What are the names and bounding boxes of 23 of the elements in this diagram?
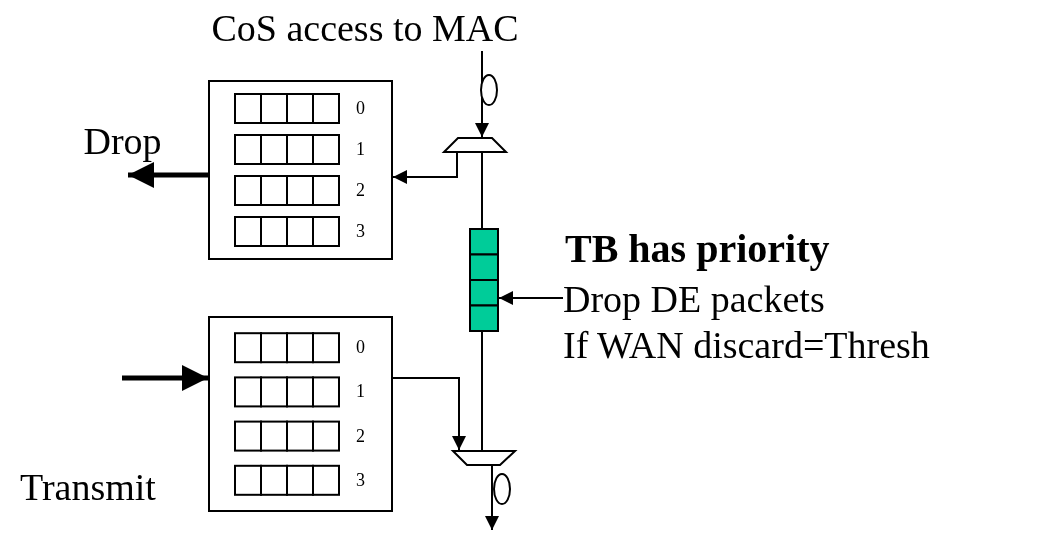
transmit-label: Transmit — [20, 465, 156, 509]
arrow — [498, 291, 564, 305]
queue-number: 1 — [356, 139, 365, 159]
arrow — [475, 50, 489, 138]
heading-text: TB has priority — [565, 225, 830, 272]
arrow — [122, 365, 208, 391]
queue-number: 3 — [356, 221, 365, 241]
queue-number: 1 — [356, 381, 365, 402]
annotation-text: If WAN discard=Thresh — [563, 323, 930, 368]
annotation-text: Drop — [82, 119, 163, 164]
queue-number: 2 — [356, 425, 365, 446]
queue-box — [208, 316, 393, 512]
annotation-text: CoS access to MAC — [210, 6, 520, 51]
arrow — [485, 465, 499, 531]
arrow — [392, 377, 466, 451]
annotation-text: Drop DE packets — [563, 277, 825, 322]
arrow — [128, 162, 208, 188]
queue-number: 0 — [356, 337, 365, 358]
queue-number: 2 — [356, 180, 365, 200]
queue-number: 3 — [356, 469, 365, 490]
arrow — [392, 152, 458, 184]
queue-number: 0 — [356, 98, 365, 118]
queue-box — [208, 80, 393, 260]
